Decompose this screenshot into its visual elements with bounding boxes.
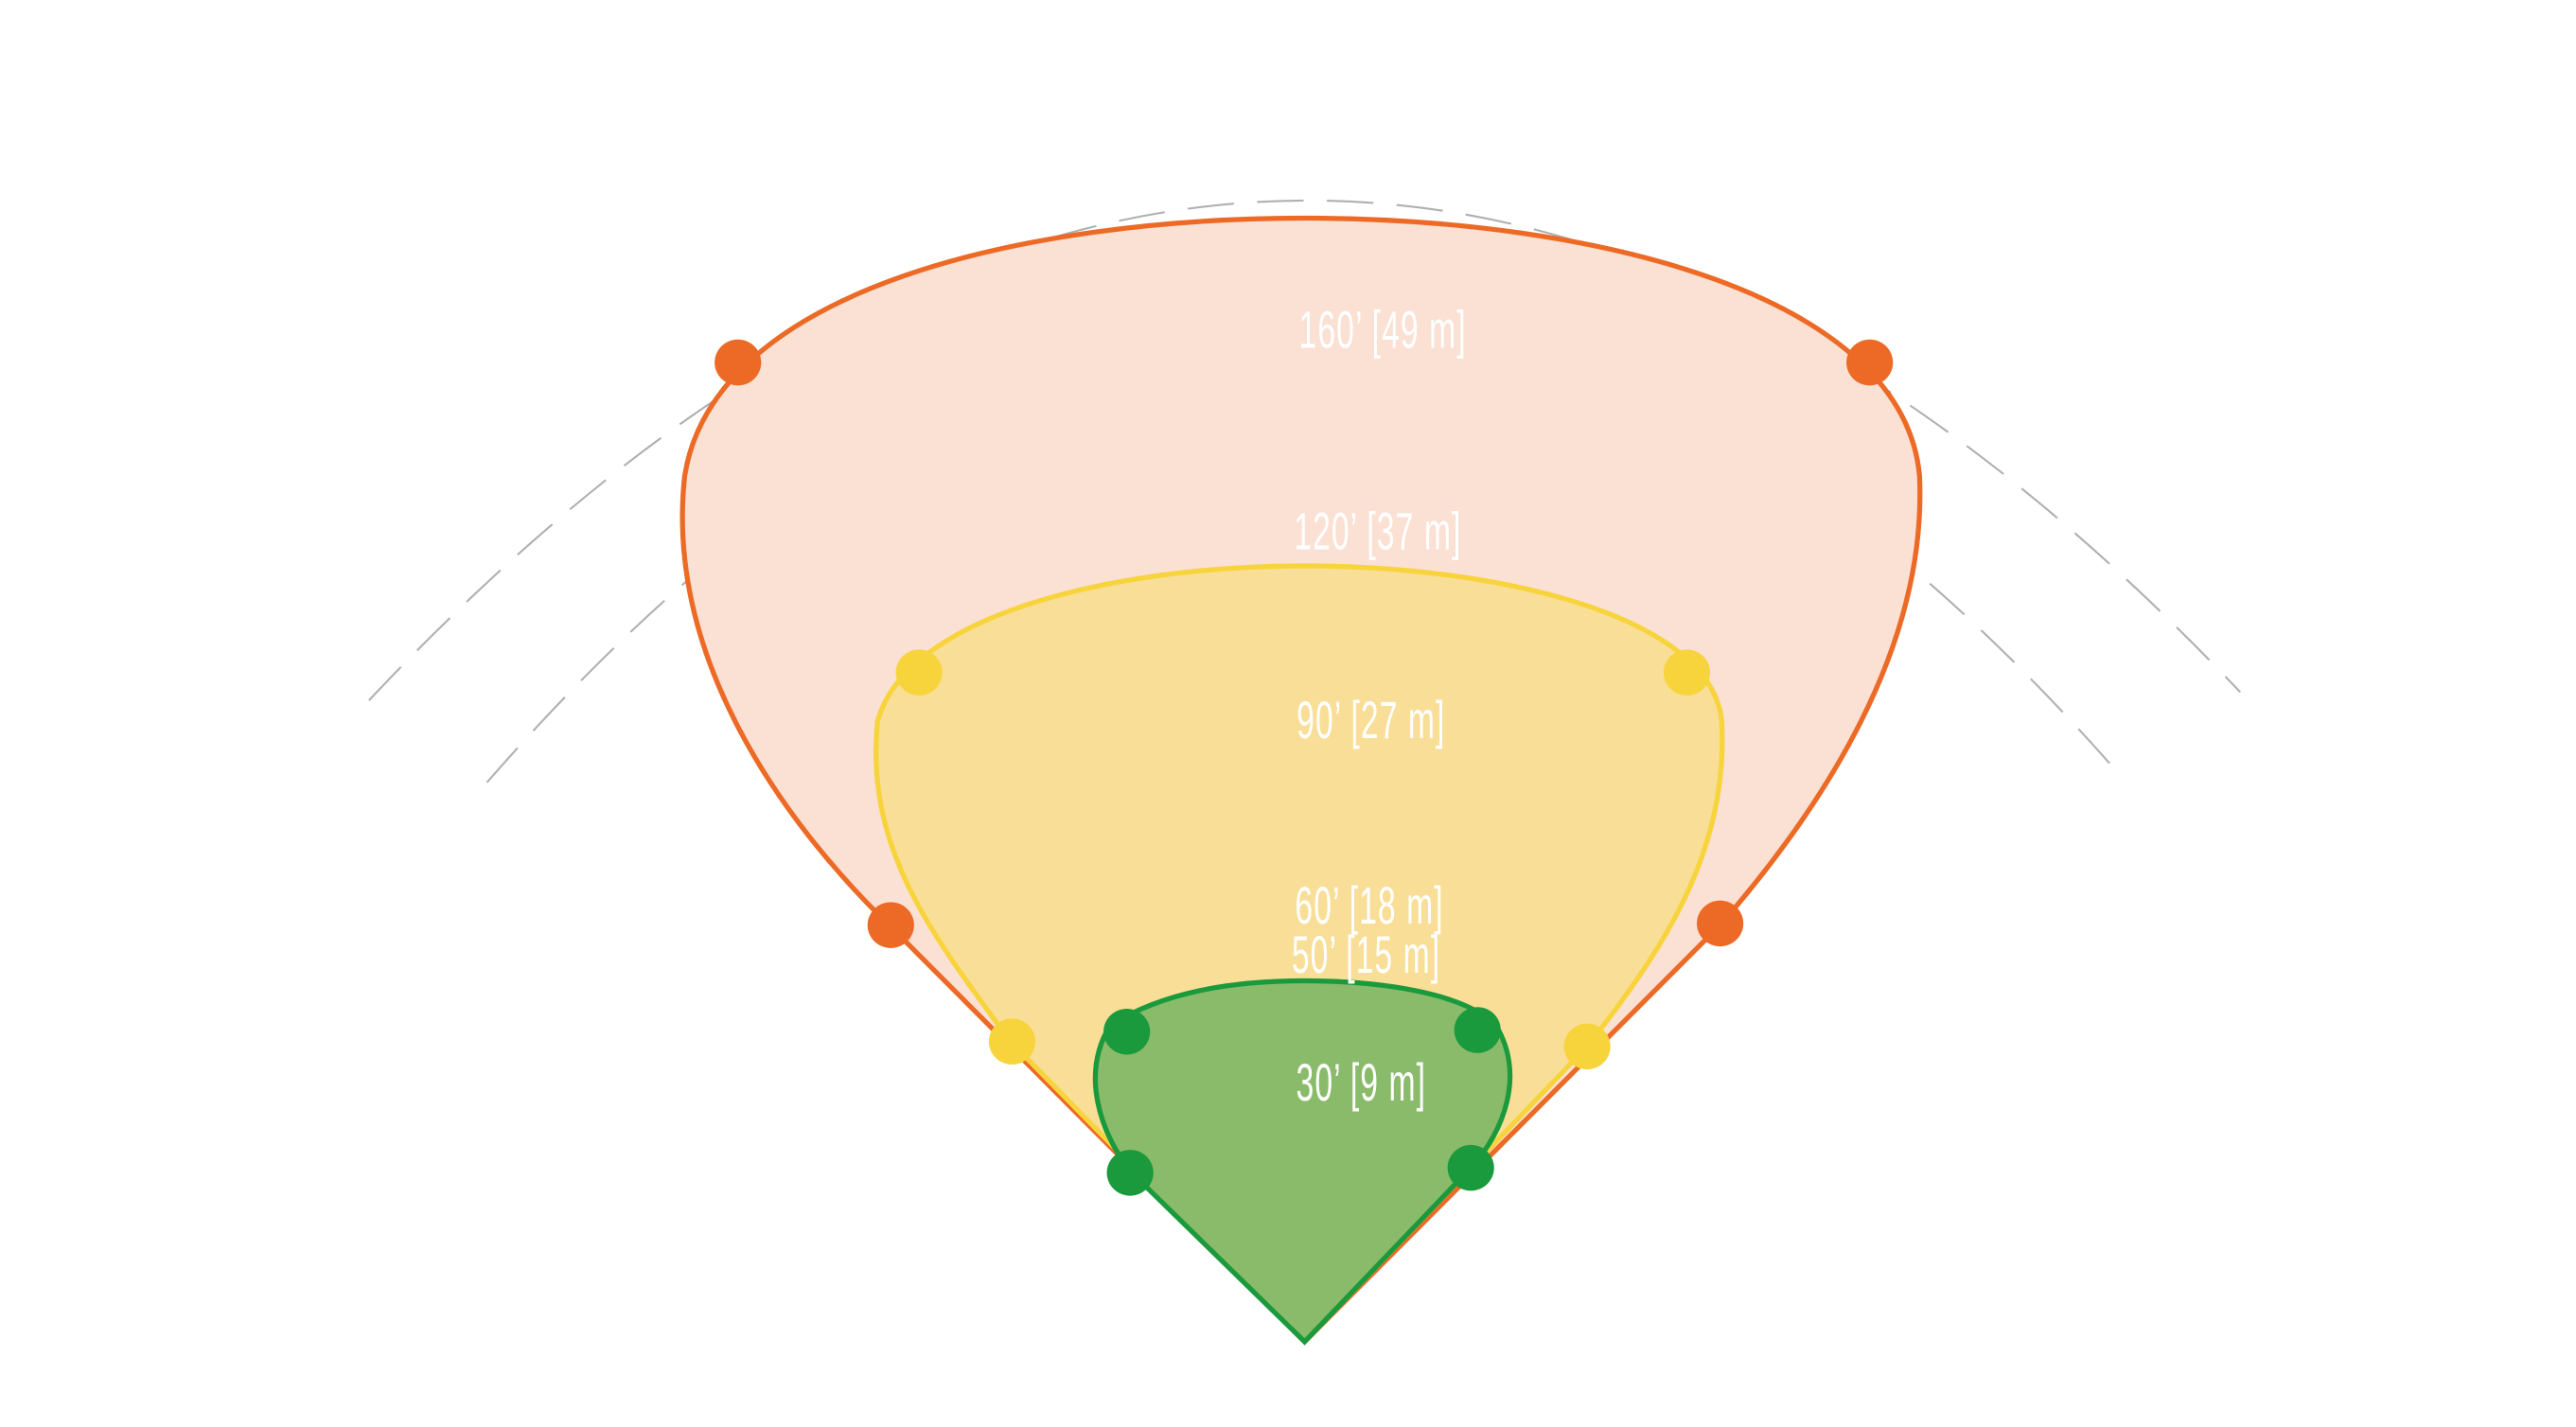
middle-marker-bottom-right xyxy=(1563,1023,1611,1070)
inner-zone-area xyxy=(1092,978,1513,1346)
distance-label-50: 50’ [15 m] xyxy=(1292,925,1440,984)
inner-marker-top-right xyxy=(1454,1007,1501,1053)
middle-marker-top-right xyxy=(1663,649,1711,696)
outer-marker-bottom-left xyxy=(867,902,914,948)
outer-marker-top-left xyxy=(715,339,762,386)
middle-marker-top-left xyxy=(895,649,943,696)
middle-zone-area xyxy=(873,563,1725,1346)
middle-marker-bottom-left xyxy=(988,1018,1036,1065)
distance-label-30: 30’ [9 m] xyxy=(1297,1052,1426,1112)
distance-label-160: 160’ [49 m] xyxy=(1299,300,1467,360)
distance-label-90: 90’ [27 m] xyxy=(1297,690,1445,749)
distance-label-60: 60’ [18 m] xyxy=(1295,875,1443,935)
outer-marker-bottom-right xyxy=(1697,900,1744,947)
distance-label-120: 120’ [37 m] xyxy=(1294,502,1461,561)
outer-marker-top-right xyxy=(1846,339,1894,386)
inner-marker-bottom-left xyxy=(1106,1150,1154,1196)
inner-marker-bottom-right xyxy=(1447,1144,1494,1191)
reference-arc-outer xyxy=(368,199,2242,701)
inner-marker-top-left xyxy=(1103,1009,1151,1055)
